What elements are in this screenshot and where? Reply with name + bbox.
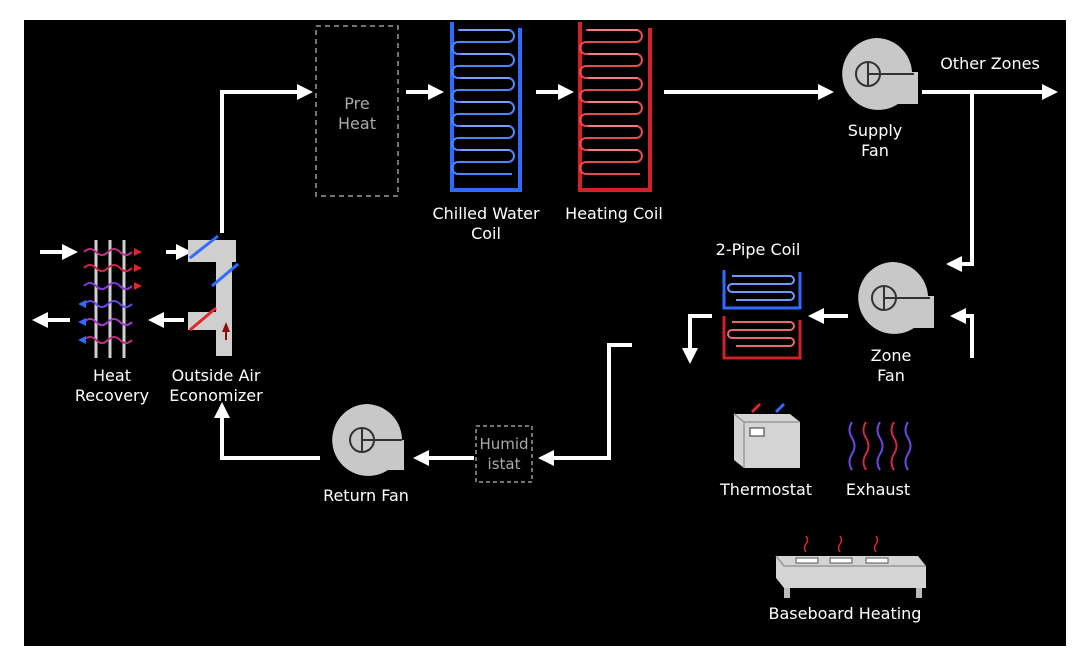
supply-air-path [220, 84, 1058, 272]
thermostat-icon [733, 402, 800, 468]
zone-fan-line1: Zone [870, 346, 912, 365]
return-fan-icon [332, 404, 404, 476]
zone-fan-line2: Fan [877, 366, 905, 385]
heat-recovery-line2: Recovery [74, 386, 150, 405]
outside-air-economizer-line2: Economizer [169, 386, 263, 405]
outside-air-economizer-line1: Outside Air [171, 366, 261, 385]
humidistat-label: Humid istat [476, 434, 532, 474]
outside-air-economizer-label: Outside Air Economizer [158, 366, 274, 406]
supply-fan-icon [842, 37, 918, 110]
return-air-path [32, 244, 974, 466]
chilled-water-coil [450, 22, 522, 192]
supply-fan-line2: Fan [861, 141, 889, 160]
two-pipe-coil-label: 2-Pipe Coil [715, 240, 801, 259]
baseboard-heating-label: Baseboard Heating [768, 604, 922, 623]
pre-heat-line2: Heat [338, 114, 376, 133]
humidistat-line1: Humid [479, 435, 529, 453]
humidistat-box [475, 425, 533, 483]
exhaust-icon [848, 421, 912, 471]
humidistat-line2: istat [487, 455, 521, 473]
heating-coil [578, 22, 652, 192]
pre-heat-label: Pre Heat [316, 94, 398, 134]
heating-coil-label: Heating Coil [565, 204, 663, 223]
pre-heat-line1: Pre [344, 94, 370, 113]
heat-recovery-icon [78, 240, 142, 358]
supply-fan-line1: Supply [847, 121, 903, 140]
thermostat-label: Thermostat [719, 480, 813, 499]
heat-recovery-line1: Heat [93, 366, 131, 385]
baseboard-heating-icon [775, 535, 926, 598]
outside-air-economizer-icon [188, 234, 239, 356]
return-fan-label: Return Fan [323, 486, 409, 505]
supply-fan-label: Supply Fan [830, 121, 920, 161]
exhaust-label: Exhaust [845, 480, 911, 499]
heat-recovery-label: Heat Recovery [62, 366, 162, 406]
chilled-water-coil-label: Chilled Water Coil [416, 204, 556, 244]
other-zones-label: Other Zones [940, 54, 1040, 73]
chilled-water-coil-line1: Chilled Water [432, 204, 540, 223]
chilled-water-coil-line2: Coil [471, 224, 501, 243]
zone-fan-icon [858, 261, 934, 334]
pre-heat-box [315, 25, 399, 197]
zone-fan-label: Zone Fan [846, 346, 936, 386]
two-pipe-coil [722, 270, 802, 360]
